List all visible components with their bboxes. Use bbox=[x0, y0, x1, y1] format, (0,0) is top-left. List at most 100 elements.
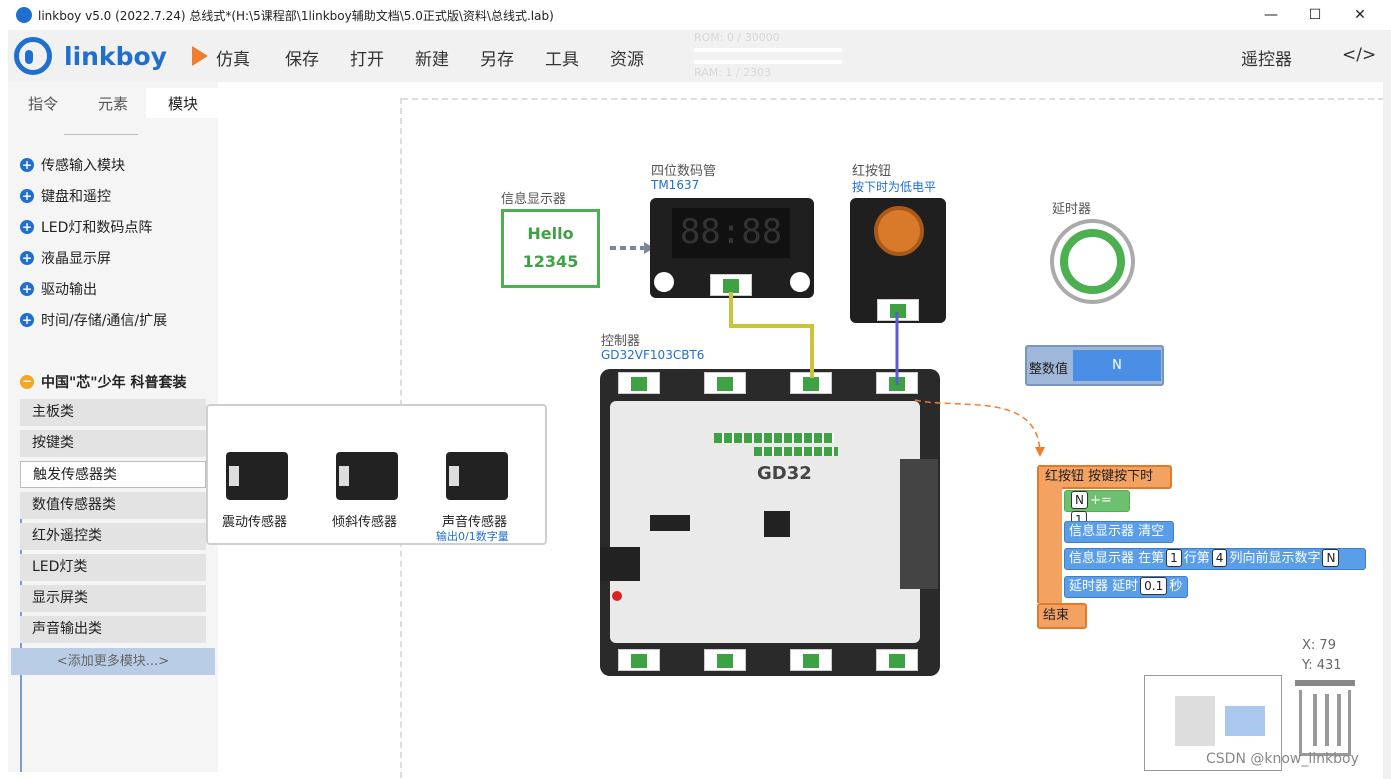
expand-icon: + bbox=[20, 220, 34, 234]
mcu-chip bbox=[764, 511, 790, 537]
maximize-button[interactable]: ☐ bbox=[1308, 7, 1322, 23]
teacup-icon bbox=[1060, 229, 1125, 294]
int-variable-component[interactable]: 整数值 N bbox=[1025, 345, 1164, 386]
vertical-scrollbar[interactable] bbox=[1383, 30, 1391, 779]
category-sensor-input[interactable]: +传感输入模块 bbox=[20, 158, 125, 174]
expand-icon: + bbox=[20, 158, 34, 172]
coord-y: Y: 431 bbox=[1302, 658, 1342, 673]
end-block[interactable]: 结束 bbox=[1037, 603, 1087, 629]
sub-mainboard[interactable]: 主板类 bbox=[20, 399, 206, 426]
delay-label: 延时器 bbox=[1052, 202, 1092, 217]
vibration-sensor-module[interactable] bbox=[226, 452, 288, 500]
delay-value[interactable]: 0.1 bbox=[1140, 577, 1168, 595]
tilt-sensor-label: 倾斜传感器 bbox=[332, 515, 398, 530]
window-title: linkboy v5.0 (2022.7.24) 总线式*(H:\5课程部\1l… bbox=[38, 8, 554, 23]
minimize-button[interactable]: — bbox=[1264, 7, 1278, 23]
collapse-icon: − bbox=[20, 374, 34, 389]
module-popup: 震动传感器 倾斜传感器 声音传感器 输出0/1数字量 bbox=[206, 404, 547, 545]
linkboy-logo-icon bbox=[14, 37, 52, 75]
trash-icon[interactable] bbox=[1289, 680, 1361, 760]
button-label: 红按钮 bbox=[852, 164, 892, 179]
rom-usage: ROM: 0 / 30000 bbox=[694, 31, 780, 44]
tab-instructions[interactable]: 指令 bbox=[28, 95, 59, 113]
increment-statement[interactable]: N+=1 bbox=[1064, 490, 1130, 529]
button-sub: 按下时为低电平 bbox=[852, 180, 937, 194]
red-button-cap bbox=[874, 206, 924, 256]
add-more-modules-button[interactable]: <添加更多模块...> bbox=[11, 648, 215, 675]
tab-modules[interactable]: 模块 bbox=[168, 95, 199, 113]
ram-bar bbox=[694, 60, 842, 64]
sub-sound-output[interactable]: 声音输出类 bbox=[20, 616, 206, 643]
int-label: 整数值 bbox=[1029, 362, 1069, 377]
rom-bar bbox=[694, 48, 842, 52]
menu-tools[interactable]: 工具 bbox=[545, 50, 579, 70]
sound-sensor-label: 声音传感器 bbox=[442, 515, 508, 530]
button-connector[interactable] bbox=[877, 299, 919, 321]
menu-new[interactable]: 新建 bbox=[415, 50, 449, 70]
seg-display-label: 四位数码管 bbox=[651, 164, 717, 179]
sound-sensor-module[interactable] bbox=[446, 452, 508, 500]
menu-save-as[interactable]: 另存 bbox=[480, 50, 514, 70]
event-body bbox=[1037, 487, 1062, 603]
controller-board[interactable] bbox=[600, 369, 940, 676]
sub-trigger-sensor[interactable]: 触发传感器类 bbox=[20, 461, 206, 488]
play-icon[interactable] bbox=[192, 46, 208, 66]
divider bbox=[64, 134, 138, 135]
category-led[interactable]: +LED灯和数码点阵 bbox=[20, 220, 153, 236]
arrow-icon bbox=[610, 242, 654, 254]
clear-statement[interactable]: 信息显示器 清空 bbox=[1064, 521, 1174, 543]
delay-component[interactable] bbox=[1050, 219, 1135, 304]
category-time-storage[interactable]: +时间/存储/通信/扩展 bbox=[20, 313, 168, 329]
menu-open[interactable]: 打开 bbox=[350, 50, 384, 70]
menu-save[interactable]: 保存 bbox=[285, 50, 319, 70]
sub-button[interactable]: 按键类 bbox=[20, 430, 206, 457]
category-keyboard-remote[interactable]: +键盘和遥控 bbox=[20, 189, 111, 205]
sub-value-sensor[interactable]: 数值传感器类 bbox=[20, 492, 206, 519]
sub-display[interactable]: 显示屏类 bbox=[20, 585, 206, 612]
tilt-sensor-module[interactable] bbox=[336, 452, 398, 500]
title-bar: linkboy v5.0 (2022.7.24) 总线式*(H:\5课程部\1l… bbox=[0, 0, 1391, 30]
kit-header[interactable]: −中国"芯"少年 科普套装 bbox=[20, 374, 187, 391]
int-name[interactable]: N bbox=[1073, 350, 1161, 381]
show-var[interactable]: N bbox=[1322, 549, 1340, 567]
left-panel: 指令 元素 模块 +传感输入模块 +键盘和遥控 +LED灯和数码点阵 +液晶显示… bbox=[8, 82, 218, 772]
expand-icon: + bbox=[20, 282, 34, 296]
tab-selected-bg bbox=[146, 88, 218, 118]
chip-text: GD32 bbox=[757, 463, 812, 484]
ram-usage: RAM: 1 / 2303 bbox=[694, 66, 772, 79]
sound-sensor-desc: 输出0/1数字量 bbox=[436, 530, 509, 543]
coord-x: X: 79 bbox=[1302, 638, 1336, 653]
event-block[interactable]: 红按钮 按键按下时 bbox=[1037, 465, 1172, 489]
sub-led[interactable]: LED灯类 bbox=[20, 554, 206, 581]
row-value[interactable]: 1 bbox=[1166, 549, 1182, 567]
menu-resources[interactable]: 资源 bbox=[610, 50, 644, 70]
code-view-button[interactable]: </> bbox=[1342, 45, 1377, 65]
var-n[interactable]: N bbox=[1071, 491, 1088, 509]
tab-elements[interactable]: 元素 bbox=[98, 95, 129, 113]
seg-connector[interactable] bbox=[710, 274, 752, 296]
canvas-border bbox=[402, 98, 1384, 100]
minimap[interactable] bbox=[1144, 675, 1282, 771]
sub-ir-remote[interactable]: 红外遥控类 bbox=[20, 523, 206, 550]
category-drive-output[interactable]: +驱动输出 bbox=[20, 282, 97, 298]
category-lcd[interactable]: +液晶显示屏 bbox=[20, 251, 111, 267]
menu-simulate[interactable]: 仿真 bbox=[216, 50, 250, 70]
logo-text: linkboy bbox=[64, 41, 167, 71]
close-button[interactable]: ✕ bbox=[1354, 7, 1366, 23]
menu-bar: linkboy 仿真 保存 打开 新建 另存 工具 资源 ROM: 0 / 30… bbox=[8, 30, 1383, 82]
seg-screen bbox=[672, 208, 790, 258]
col-value[interactable]: 4 bbox=[1211, 549, 1228, 567]
controller-label: 控制器 bbox=[601, 334, 641, 349]
seg-display-component[interactable]: 88:88 bbox=[650, 198, 814, 298]
app-icon bbox=[16, 7, 32, 23]
red-button-component[interactable] bbox=[850, 198, 946, 323]
remote-button[interactable]: 遥控器 bbox=[1241, 50, 1292, 70]
info-display-component[interactable]: Hello 12345 bbox=[501, 209, 600, 288]
expand-icon: + bbox=[20, 251, 34, 265]
logo: linkboy bbox=[14, 37, 167, 75]
expand-icon: + bbox=[20, 313, 34, 327]
